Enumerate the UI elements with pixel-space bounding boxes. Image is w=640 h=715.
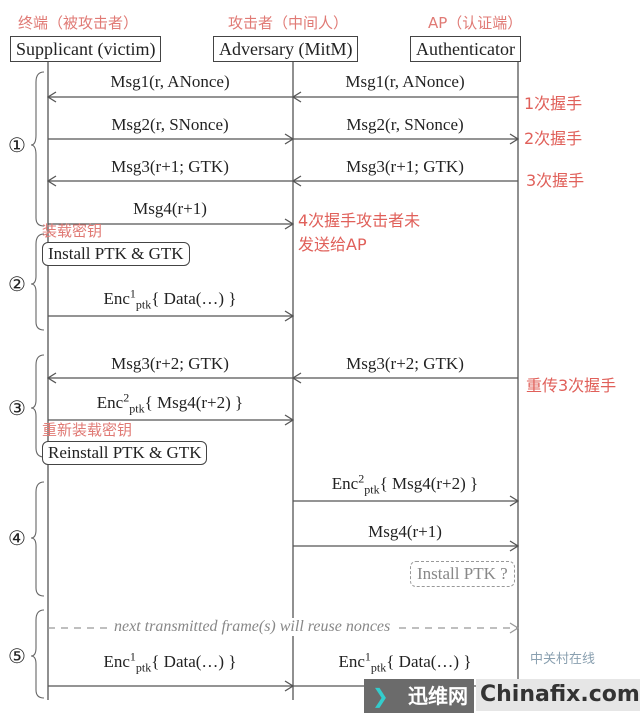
- brace-2: [30, 233, 45, 331]
- label-msg2-right: Msg2(r, SNonce): [346, 115, 464, 134]
- label-msg3-right: Msg3(r+1; GTK): [346, 157, 464, 176]
- label-msg3b-right: Msg3(r+2; GTK): [346, 354, 464, 373]
- label-enc-data-5-right: Enc1ptk{ Data(…) }: [338, 649, 472, 675]
- phase-5: ⑤: [8, 646, 26, 668]
- install-annotation: 装载密钥: [42, 222, 103, 240]
- brace-4: [30, 481, 45, 597]
- label-msg2-left: Msg2(r, SNonce): [111, 115, 229, 134]
- phase-1: ①: [8, 135, 26, 157]
- reuse-nonces-note: next transmitted frame(s) will reuse non…: [108, 618, 397, 636]
- phase-2: ②: [8, 274, 26, 296]
- participant-adversary: Adversary (MitM): [213, 36, 359, 62]
- label-msg1-right: Msg1(r, ANonce): [345, 72, 465, 91]
- handshake-2-annotation: 2次握手: [524, 129, 583, 148]
- brace-3: [30, 354, 45, 458]
- phase-3: ③: [8, 398, 26, 420]
- participant-authenticator: Authenticator: [410, 36, 521, 62]
- label-msg3b-left: Msg3(r+2; GTK): [111, 354, 229, 373]
- watermark-right: Chinafix.com: [476, 679, 640, 711]
- reinstall-annotation: 重新装载密钥: [42, 421, 133, 439]
- supplicant-annotation: 终端（被攻击者）: [18, 14, 139, 32]
- label-enc-msg4-right: Enc2ptk{ Msg4(r+2) }: [331, 471, 479, 497]
- handshake-1-annotation: 1次握手: [524, 94, 583, 113]
- install-ptk-gtk-box: Install PTK & GTK: [42, 242, 190, 266]
- resend-annotation: 重传3次握手: [526, 376, 617, 395]
- label-enc-data-5-left: Enc1ptk{ Data(…) }: [103, 649, 237, 675]
- adversary-annotation: 攻击者（中间人）: [228, 14, 349, 32]
- install-ptk-question-box: Install PTK ?: [410, 561, 515, 587]
- handshake-3-annotation: 3次握手: [526, 171, 585, 190]
- watermark-logo-icon: ❯: [372, 684, 389, 708]
- reinstall-ptk-gtk-box: Reinstall PTK & GTK: [42, 441, 208, 465]
- label-msg1-left: Msg1(r, ANonce): [110, 72, 230, 91]
- handshake-4-annotation-line1: 4次握手攻击者未: [298, 211, 421, 230]
- handshake-4-annotation-line2: 发送给AP: [298, 235, 367, 254]
- phase-4: ④: [8, 528, 26, 550]
- brace-5: [30, 609, 45, 699]
- label-msg3-left: Msg3(r+1; GTK): [111, 157, 229, 176]
- watermark-faint: 中关村在线: [530, 652, 596, 667]
- watermark-left: ❯迅维网: [364, 679, 474, 713]
- label-msg4-right: Msg4(r+1): [368, 522, 442, 541]
- label-enc-data-2: Enc1ptk{ Data(…) }: [103, 286, 237, 312]
- brace-1: [30, 71, 45, 227]
- authenticator-annotation: AP（认证端）: [428, 14, 523, 32]
- label-enc-msg4-left: Enc2ptk{ Msg4(r+2) }: [96, 390, 244, 416]
- label-msg4-left: Msg4(r+1): [133, 199, 207, 218]
- participant-supplicant: Supplicant (victim): [10, 36, 162, 62]
